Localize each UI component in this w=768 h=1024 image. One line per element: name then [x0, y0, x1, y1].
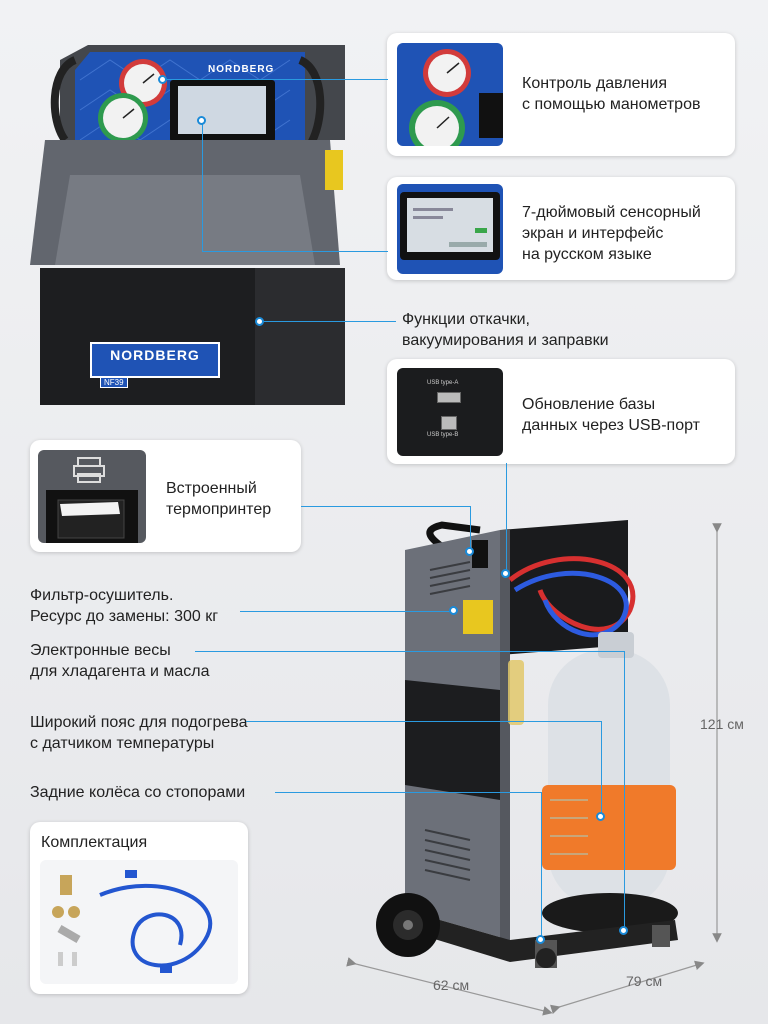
usb-a-label: USB type-A — [427, 380, 459, 386]
leader-printer-h — [301, 506, 471, 507]
leader-usb — [506, 463, 507, 573]
callout-usb-line-2: данных через USB-порт — [522, 417, 700, 434]
usb-b-port — [441, 416, 457, 430]
nordberg-logo-top: NORDBERG — [208, 64, 275, 75]
card-touch-screen: 7-дюймовый сенсорный экран и интерфейс н… — [387, 177, 735, 280]
card-usb-port: USB type-A USB type-B Обновление базы да… — [387, 359, 735, 464]
leader-belt-v — [601, 721, 602, 816]
callout-printer-line-1: Встроенный — [166, 480, 257, 497]
printer-icon — [73, 457, 105, 483]
leader-printer-v — [470, 506, 471, 551]
callout-filter-line-1: Фильтр-осушитель. — [30, 587, 174, 604]
leader-belt-h — [246, 721, 602, 722]
callout-functions-text: Функции откачки, вакуумирования и заправ… — [402, 309, 609, 351]
callout-screen-line-3: на русском языке — [522, 246, 652, 263]
callout-wheels-text: Задние колёса со стопорами — [30, 782, 245, 803]
leader-dot-functions — [255, 317, 264, 326]
nordberg-badge-model: NF39 — [100, 377, 128, 388]
thumb-pressure-gauges — [397, 43, 503, 146]
callout-screen-line-1: 7-дюймовый сенсорный — [522, 204, 701, 221]
callout-usb-line-1: Обновление базы — [522, 396, 656, 413]
leader-dot-pressure — [158, 75, 167, 84]
leader-screen-h — [202, 251, 388, 252]
machine-closeup-photo: NORDBERG NORDBERG NF39 — [0, 0, 345, 405]
leader-wheels-h — [275, 792, 542, 793]
card-kit-contents: Комплектация — [30, 822, 248, 994]
callout-printer-line-2: термопринтер — [166, 501, 272, 518]
leader-dot-usb — [501, 569, 510, 578]
leader-dot-scales — [619, 926, 628, 935]
thumb-thermal-printer — [38, 450, 146, 543]
callout-scales-line-1: Электронные весы — [30, 642, 171, 659]
dimension-depth: 79 см — [626, 973, 663, 989]
thumb-usb-port: USB type-A USB type-B — [397, 368, 503, 456]
leader-dot-screen — [197, 116, 206, 125]
leader-pressure — [163, 79, 388, 80]
leader-dot-wheels — [536, 935, 545, 944]
depth-arrow — [550, 960, 705, 1014]
leader-filter — [240, 611, 452, 612]
callout-usb-text: Обновление базы данных через USB-порт — [522, 394, 700, 436]
leader-wheels-v — [541, 792, 542, 938]
callout-pressure-line-1: Контроль давления — [522, 75, 667, 92]
callout-pressure-line-2: с помощью манометров — [522, 96, 701, 113]
callout-belt-line-2: с датчиком температуры — [30, 735, 215, 752]
leader-functions — [261, 321, 396, 322]
usb-b-label: USB type-B — [427, 432, 459, 438]
callout-pressure-text: Контроль давления с помощью манометров — [522, 73, 700, 115]
usb-a-port — [437, 392, 461, 403]
callout-scales-text: Электронные весы для хладагента и масла — [30, 640, 209, 682]
leader-dot-belt — [596, 812, 605, 821]
callout-wheels-line-1: Задние колёса со стопорами — [30, 784, 246, 801]
leader-scales-v — [624, 651, 625, 929]
machine-full-photo — [360, 500, 700, 970]
width-arrow — [346, 957, 553, 1016]
dimension-width: 62 см — [433, 977, 470, 993]
nordberg-badge: NORDBERG NF39 — [90, 342, 220, 388]
card-thermal-printer: Встроенный термопринтер — [30, 440, 301, 552]
callout-filter-text: Фильтр-осушитель. Ресурс до замены: 300 … — [30, 585, 218, 627]
callout-screen-line-2: экран и интерфейс — [522, 225, 664, 242]
nordberg-badge-brand: NORDBERG — [110, 347, 200, 363]
leader-dot-filter — [449, 606, 458, 615]
callout-functions-line-1: Функции откачки, — [402, 311, 530, 328]
callout-functions-line-2: вакуумирования и заправки — [402, 332, 609, 349]
callout-filter-line-2: Ресурс до замены: 300 кг — [30, 608, 219, 625]
callout-scales-line-2: для хладагента и масла — [30, 663, 210, 680]
dimension-height: 121 см — [700, 716, 744, 732]
callout-printer-text: Встроенный термопринтер — [166, 478, 271, 520]
leader-scales-h — [195, 651, 625, 652]
kit-title: Комплектация — [41, 834, 148, 851]
leader-screen-v — [202, 120, 203, 252]
leader-dot-printer — [465, 547, 474, 556]
callout-belt-line-1: Широкий пояс для подогрева — [30, 714, 248, 731]
callout-screen-text: 7-дюймовый сенсорный экран и интерфейс н… — [522, 202, 701, 265]
thumb-touch-screen — [397, 184, 503, 274]
kit-contents-photo — [40, 860, 238, 984]
callout-belt-text: Широкий пояс для подогрева с датчиком те… — [30, 712, 247, 754]
card-pressure-gauges: Контроль давления с помощью манометров — [387, 33, 735, 156]
